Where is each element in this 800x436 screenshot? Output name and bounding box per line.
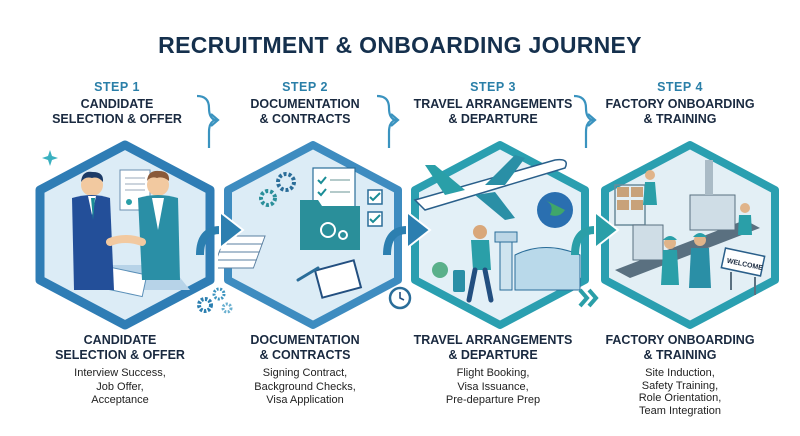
welcome-sign: WELCOME	[720, 247, 766, 295]
page-title: RECRUITMENT & ONBOARDING JOURNEY	[158, 32, 642, 58]
flow-arrow-1	[196, 209, 245, 256]
clock-icon	[388, 286, 412, 310]
step-1-header: STEP 1 CANDIDATE SELECTION & OFFER	[17, 80, 217, 127]
gear-cluster-icon	[197, 287, 233, 314]
step-1-details: Interview Success, Job Offer, Acceptance	[74, 367, 166, 406]
step-2-label: STEP 2	[282, 80, 328, 94]
flow-arrow-3	[571, 209, 620, 256]
step-1-illustration-handshake	[35, 140, 215, 330]
step-3-header: STEP 3 TRAVEL ARRANGEMENTS & DEPARTURE	[393, 80, 593, 127]
step-4-footer: FACTORY ONBOARDING & TRAINING Site Induc…	[580, 333, 780, 417]
sparkle-icon	[42, 150, 58, 166]
step-1-label: STEP 1	[94, 80, 140, 94]
step-3-footer: TRAVEL ARRANGEMENTS & DEPARTURE Flight B…	[393, 333, 593, 408]
step-3-title: TRAVEL ARRANGEMENTS & DEPARTURE	[413, 97, 573, 126]
step-2-illustration-documents	[218, 141, 402, 329]
step-2-footer: DOCUMENTATION & CONTRACTS Signing Contra…	[205, 333, 405, 408]
header-connector-2	[376, 94, 400, 148]
step-4-title: FACTORY ONBOARDING & TRAINING	[605, 97, 755, 126]
step-4-header: STEP 4 FACTORY ONBOARDING & TRAINING	[580, 80, 780, 127]
flow-arrow-2	[383, 209, 432, 256]
step-4-footer-title: FACTORY ONBOARDING & TRAINING	[605, 333, 755, 362]
header-connector-3	[573, 94, 597, 148]
step-3-label: STEP 3	[470, 80, 516, 94]
step-3-footer-title: TRAVEL ARRANGEMENTS & DEPARTURE	[413, 333, 573, 362]
step-4-label: STEP 4	[657, 80, 703, 94]
step-2-footer-title: DOCUMENTATION & CONTRACTS	[250, 333, 360, 362]
double-chevron-icon	[578, 288, 599, 308]
step-1-title: CANDIDATE SELECTION & OFFER	[52, 97, 182, 126]
step-3-details: Flight Booking, Visa Issuance, Pre-depar…	[445, 367, 541, 406]
step-4-illustration-factory: WELCOME	[601, 141, 779, 329]
step-2-details: Signing Contract, Background Checks, Vis…	[254, 367, 356, 406]
step-1-footer-title: CANDIDATE SELECTION & OFFER	[55, 333, 185, 362]
step-3-illustration-travel	[411, 141, 589, 329]
step-1-footer: CANDIDATE SELECTION & OFFER Interview Su…	[20, 333, 220, 408]
step-2-title: DOCUMENTATION & CONTRACTS	[250, 97, 360, 126]
step-2-header: STEP 2 DOCUMENTATION & CONTRACTS	[205, 80, 405, 127]
step-4-details: Site Induction, Safety Training, Role Or…	[638, 367, 722, 417]
header-connector-1	[196, 94, 220, 148]
